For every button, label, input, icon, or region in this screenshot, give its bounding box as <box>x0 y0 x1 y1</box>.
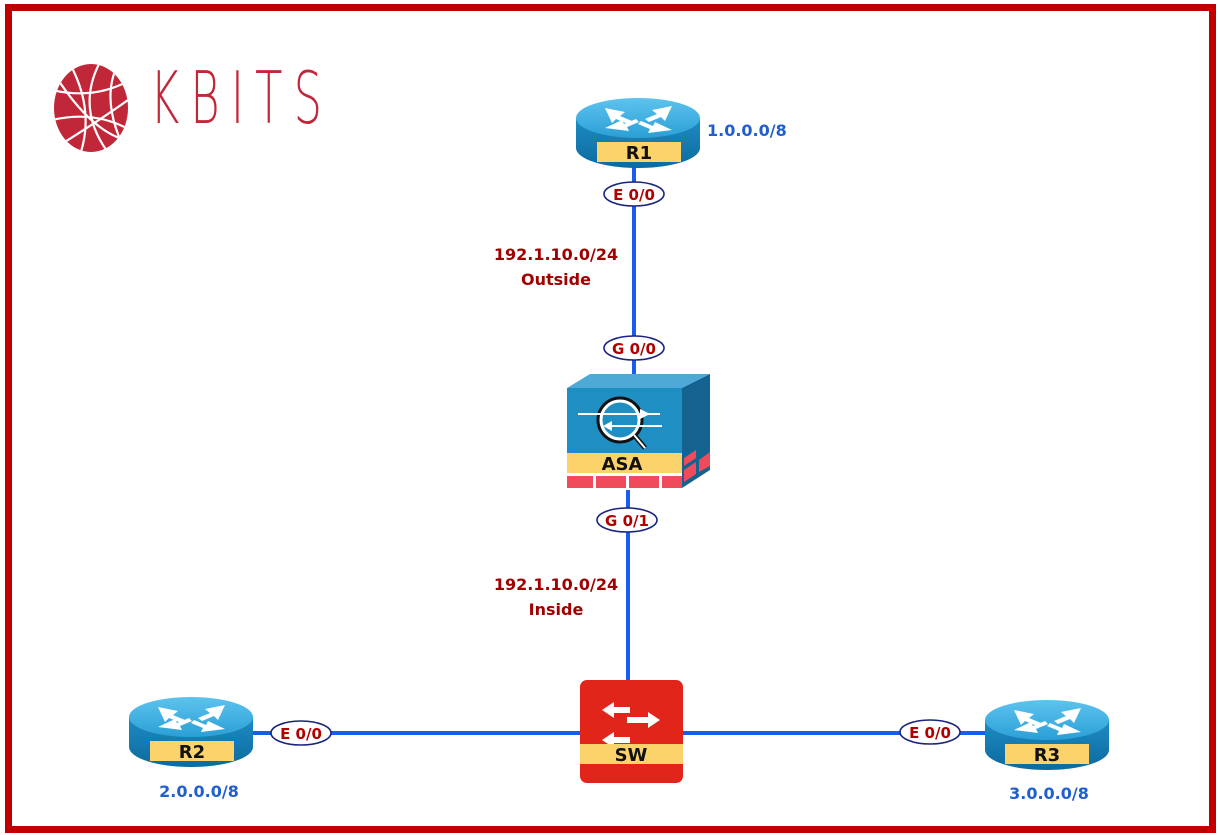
asa-g00-label: G 0/0 <box>612 340 656 358</box>
inside-subnet-label: 192.1.10.0/24 <box>494 575 618 594</box>
asa-label: ASA <box>602 454 643 475</box>
outside-zone-label: Outside <box>521 270 591 289</box>
r2-network-label: 2.0.0.0/8 <box>159 782 239 801</box>
router-r1[interactable]: R1 <box>576 98 700 168</box>
r1-e00-interface[interactable]: E 0/0 <box>603 181 665 207</box>
asa-g00-interface[interactable]: G 0/0 <box>603 335 665 361</box>
switch-sw[interactable]: SW <box>580 680 683 783</box>
kbits-logo-text: KBITS <box>150 56 334 140</box>
r1-e00-label: E 0/0 <box>613 186 655 204</box>
r3-network-label: 3.0.0.0/8 <box>1009 784 1089 803</box>
router-arrows-icon <box>1014 708 1081 735</box>
r3-e00-label: E 0/0 <box>909 724 951 742</box>
r1-network-label: 1.0.0.0/8 <box>707 121 787 140</box>
r3-e00-interface[interactable]: E 0/0 <box>899 719 961 745</box>
outside-subnet-label: 192.1.10.0/24 <box>494 245 618 264</box>
firewall-brick-icon <box>567 450 710 488</box>
router-r3[interactable]: R3 <box>985 700 1109 770</box>
diagram-frame <box>5 4 1216 833</box>
router-r1-label: R1 <box>626 143 652 164</box>
r2-e00-label: E 0/0 <box>280 725 322 743</box>
firewall-asa[interactable]: ASA <box>567 374 710 488</box>
kbits-logo-icon <box>54 64 128 152</box>
switch-label: SW <box>615 745 648 766</box>
inspection-magnifier-icon <box>578 396 662 450</box>
inside-zone-label: Inside <box>529 600 584 619</box>
asa-g01-label: G 0/1 <box>605 512 649 530</box>
router-r2[interactable]: R2 <box>129 697 253 767</box>
router-arrows-icon <box>158 705 225 732</box>
r2-e00-interface[interactable]: E 0/0 <box>270 720 332 746</box>
router-arrows-icon <box>605 106 672 133</box>
router-r3-label: R3 <box>1034 745 1060 766</box>
asa-g01-interface[interactable]: G 0/1 <box>596 507 658 533</box>
router-r2-label: R2 <box>179 742 205 763</box>
